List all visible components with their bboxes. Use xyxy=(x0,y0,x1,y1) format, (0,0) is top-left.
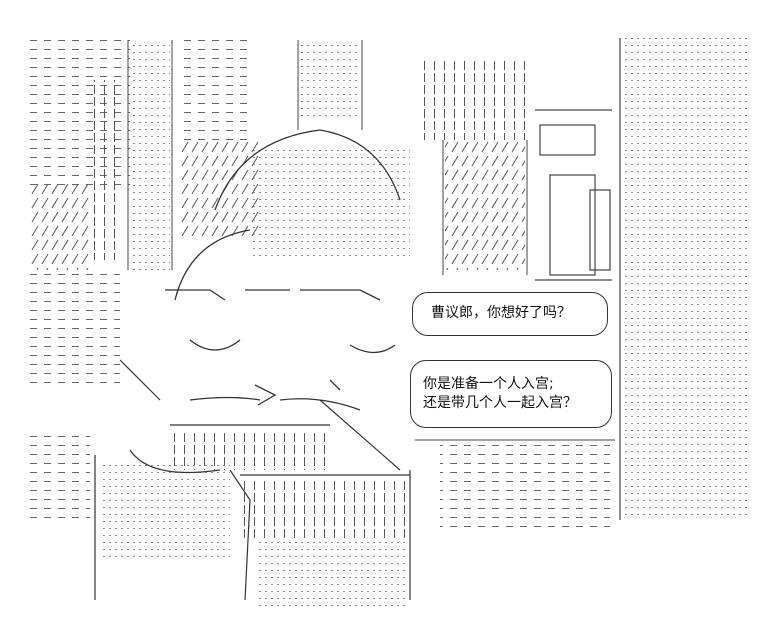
figure-robe xyxy=(94,359,411,610)
speech-bubble-question: 曹议郎，你想好了吗？ xyxy=(412,292,608,336)
right-building-dotted xyxy=(619,38,750,520)
ground-streaks xyxy=(415,439,615,530)
left-roof-dashes xyxy=(30,40,130,520)
speech-bubble-choice: 你是准备一个人入宫; 还是带几个人一起入宫？ xyxy=(410,360,612,428)
right-windows xyxy=(535,109,612,281)
middle-building xyxy=(180,40,530,275)
central-figure xyxy=(165,129,401,411)
left-pillars xyxy=(90,40,173,270)
speech-bubble-choice-line-2: 还是带几个人一起入宫？ xyxy=(423,395,577,411)
speech-bubble-question-text: 曹议郎，你想好了吗？ xyxy=(431,305,571,321)
speech-bubble-choice-line-1: 你是准备一个人入宫; xyxy=(423,376,554,392)
